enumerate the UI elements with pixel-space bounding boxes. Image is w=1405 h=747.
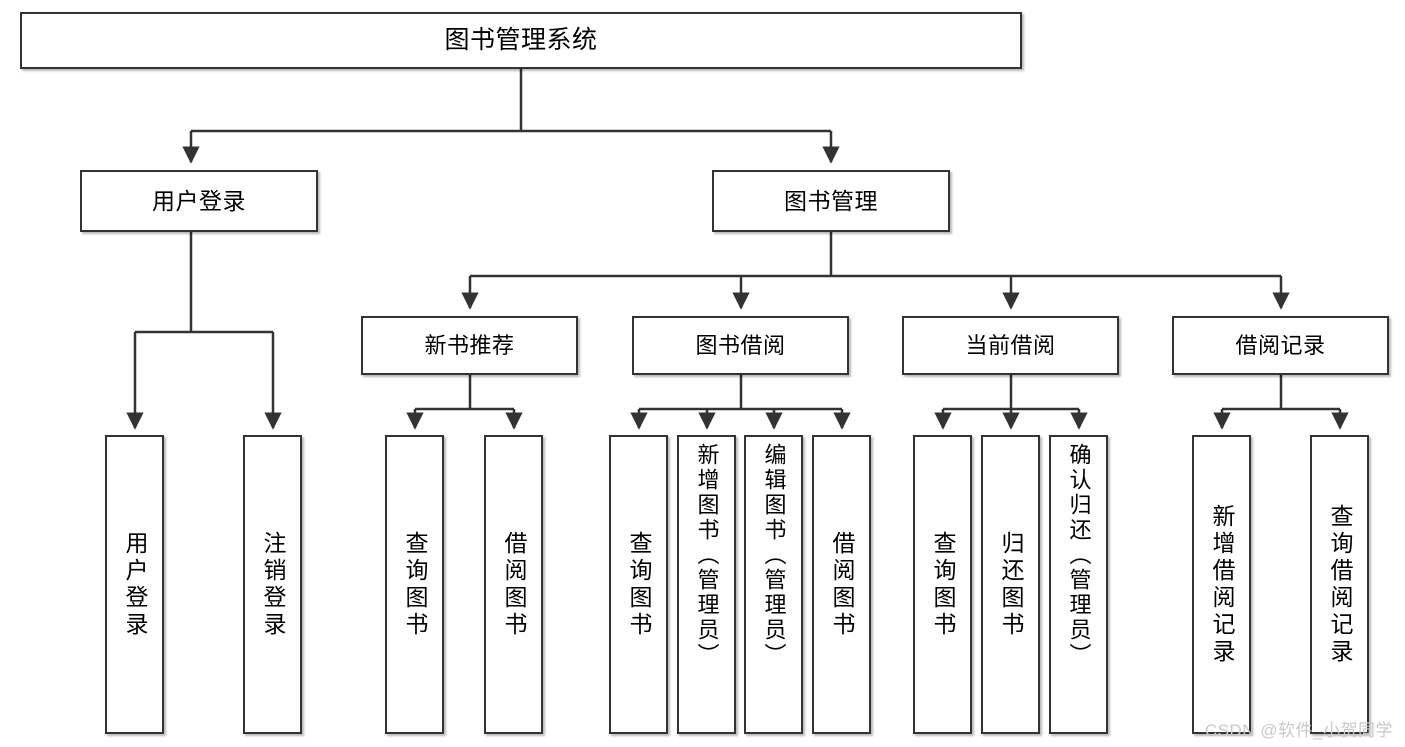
csdn-watermark: CSDN @软件_小贺同学 — [1204, 721, 1393, 740]
leaf-borrow-query-book[interactable]: 查询图书 — [609, 435, 668, 734]
node-label: 查询图书 — [930, 530, 956, 639]
node-label: 新增图书（管理员） — [694, 443, 720, 668]
leaf-borrow-add-book-admin[interactable]: 新增图书（管理员） — [677, 435, 736, 734]
leaf-borrow-borrow-book[interactable]: 借阅图书 — [812, 435, 871, 734]
node-label: 查询图书 — [626, 530, 652, 639]
node-label: 注销登录 — [260, 530, 286, 639]
node-book-management[interactable]: 图书管理 — [712, 170, 950, 232]
node-label: 图书借阅 — [695, 332, 786, 358]
node-current-borrow[interactable]: 当前借阅 — [902, 316, 1119, 375]
node-label: 用户登录 — [152, 187, 246, 214]
leaf-current-query-book[interactable]: 查询图书 — [913, 435, 972, 734]
node-label: 借阅记录 — [1235, 332, 1326, 358]
leaf-record-add-record[interactable]: 新增借阅记录 — [1192, 435, 1251, 734]
node-label: 编辑图书（管理员） — [761, 443, 787, 668]
node-label: 新书推荐 — [424, 332, 515, 358]
node-label: 查询借阅记录 — [1327, 503, 1353, 666]
node-book-borrow[interactable]: 图书借阅 — [632, 316, 849, 375]
leaf-user-login-signout[interactable]: 注销登录 — [243, 435, 302, 734]
node-borrow-record[interactable]: 借阅记录 — [1172, 316, 1389, 375]
node-new-book-recommend[interactable]: 新书推荐 — [361, 316, 578, 375]
node-root-system[interactable]: 图书管理系统 — [20, 12, 1022, 69]
node-label: 用户登录 — [122, 530, 148, 639]
leaf-borrow-edit-book-admin[interactable]: 编辑图书（管理员） — [744, 435, 803, 734]
leaf-user-login-signin[interactable]: 用户登录 — [105, 435, 164, 734]
node-label: 借阅图书 — [501, 530, 527, 639]
node-label: 图书管理系统 — [444, 26, 598, 54]
leaf-current-confirm-return-admin[interactable]: 确认归还（管理员） — [1049, 435, 1108, 734]
leaf-current-return-book[interactable]: 归还图书 — [981, 435, 1040, 734]
node-label: 借阅图书 — [829, 530, 855, 639]
node-label: 当前借阅 — [965, 332, 1056, 358]
node-label: 新增借阅记录 — [1209, 503, 1235, 666]
leaf-record-query-record[interactable]: 查询借阅记录 — [1310, 435, 1369, 734]
node-user-login[interactable]: 用户登录 — [80, 170, 318, 232]
node-label: 查询图书 — [402, 530, 428, 639]
leaf-recommend-borrow-book[interactable]: 借阅图书 — [484, 435, 543, 734]
node-label: 图书管理 — [784, 187, 878, 214]
node-label: 归还图书 — [998, 530, 1024, 639]
leaf-recommend-query-book[interactable]: 查询图书 — [385, 435, 444, 734]
node-label: 确认归还（管理员） — [1066, 443, 1092, 668]
